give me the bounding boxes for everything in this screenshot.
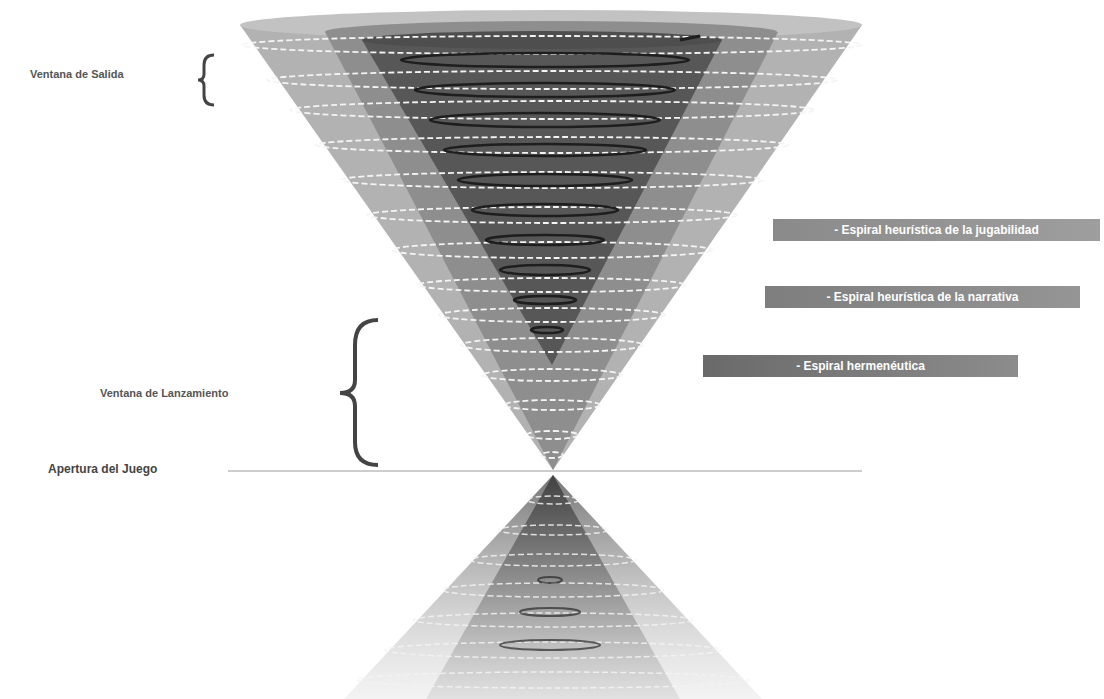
box-text: - Espiral hermenéutica bbox=[796, 359, 925, 373]
side-label: Ventana de Salida bbox=[30, 68, 124, 80]
jugabilidad-box: - Espiral heurística de la jugabilidad bbox=[773, 219, 1100, 241]
side-label: Ventana de Lanzamiento bbox=[100, 387, 228, 399]
box-text: - Espiral heurística de la jugabilidad bbox=[834, 223, 1039, 237]
narrativa-box: - Espiral heurística de la narrativa bbox=[765, 286, 1080, 308]
side-label: Apertura del Juego bbox=[48, 462, 157, 476]
box-text: - Espiral heurística de la narrativa bbox=[826, 290, 1018, 304]
hermeneutica-box: - Espiral hermenéutica bbox=[703, 355, 1018, 377]
